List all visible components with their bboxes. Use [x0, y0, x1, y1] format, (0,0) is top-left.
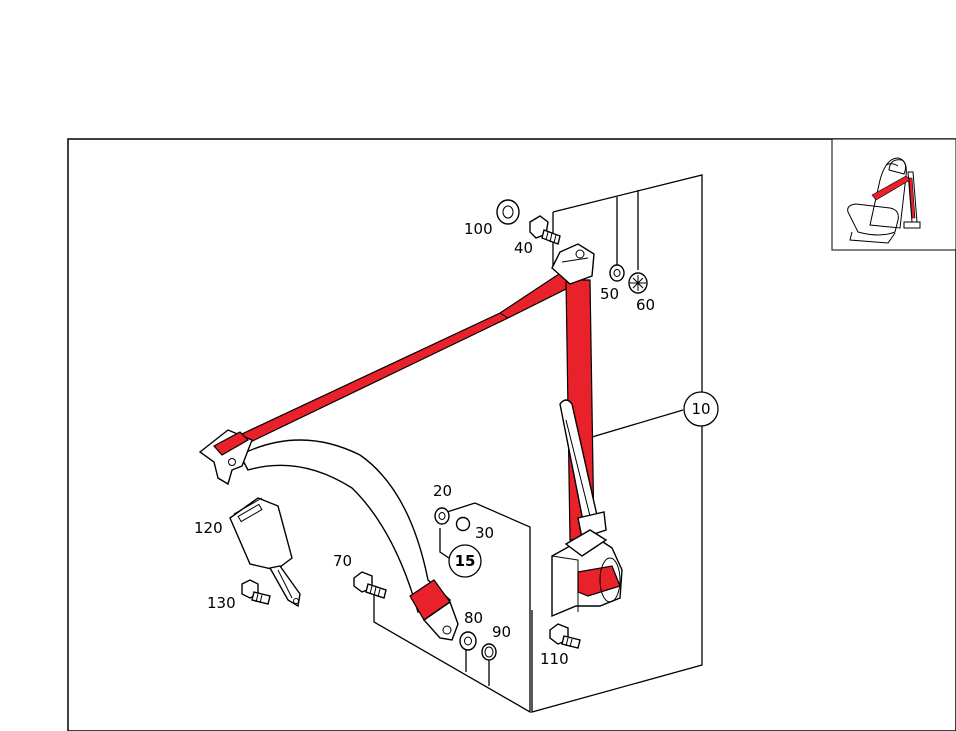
washer-50	[609, 264, 625, 282]
bolt-130	[241, 579, 271, 605]
shoulder-belt	[211, 267, 581, 449]
bracket-10	[531, 174, 703, 713]
callout-15[interactable]: 15	[448, 544, 482, 578]
label-30[interactable]: 30	[475, 524, 494, 542]
label-120[interactable]: 120	[194, 519, 223, 537]
seat-with-belt-icon[interactable]	[831, 138, 956, 251]
label-60[interactable]: 60	[636, 296, 655, 314]
floor-anchor	[422, 600, 459, 641]
upper-guide	[551, 243, 595, 285]
washer-20	[434, 507, 450, 525]
label-20[interactable]: 20	[433, 482, 452, 500]
washer-80	[459, 631, 477, 651]
label-90[interactable]: 90	[492, 623, 511, 641]
diagram-frame	[67, 138, 956, 731]
label-80[interactable]: 80	[464, 609, 483, 627]
label-40[interactable]: 40	[514, 239, 533, 257]
buckle	[229, 497, 301, 608]
label-70[interactable]: 70	[333, 552, 352, 570]
label-130[interactable]: 130	[207, 594, 236, 612]
bolt-40	[529, 215, 561, 245]
belt-tongue	[198, 429, 253, 486]
label-110[interactable]: 110	[540, 650, 569, 668]
svg-text:15: 15	[455, 552, 476, 570]
label-50[interactable]: 50	[600, 285, 619, 303]
bolt-70	[353, 571, 387, 599]
retractor	[551, 529, 623, 618]
callout-10[interactable]: 10	[683, 391, 719, 427]
bolt-110	[549, 623, 581, 649]
bracket-15	[373, 502, 531, 714]
nut-60	[628, 272, 648, 294]
height-adjuster	[559, 399, 607, 539]
cap-30	[455, 516, 471, 532]
ring-90	[481, 643, 497, 661]
svg-text:10: 10	[691, 400, 710, 418]
washer-100	[496, 199, 520, 225]
label-100[interactable]: 100	[464, 220, 493, 238]
